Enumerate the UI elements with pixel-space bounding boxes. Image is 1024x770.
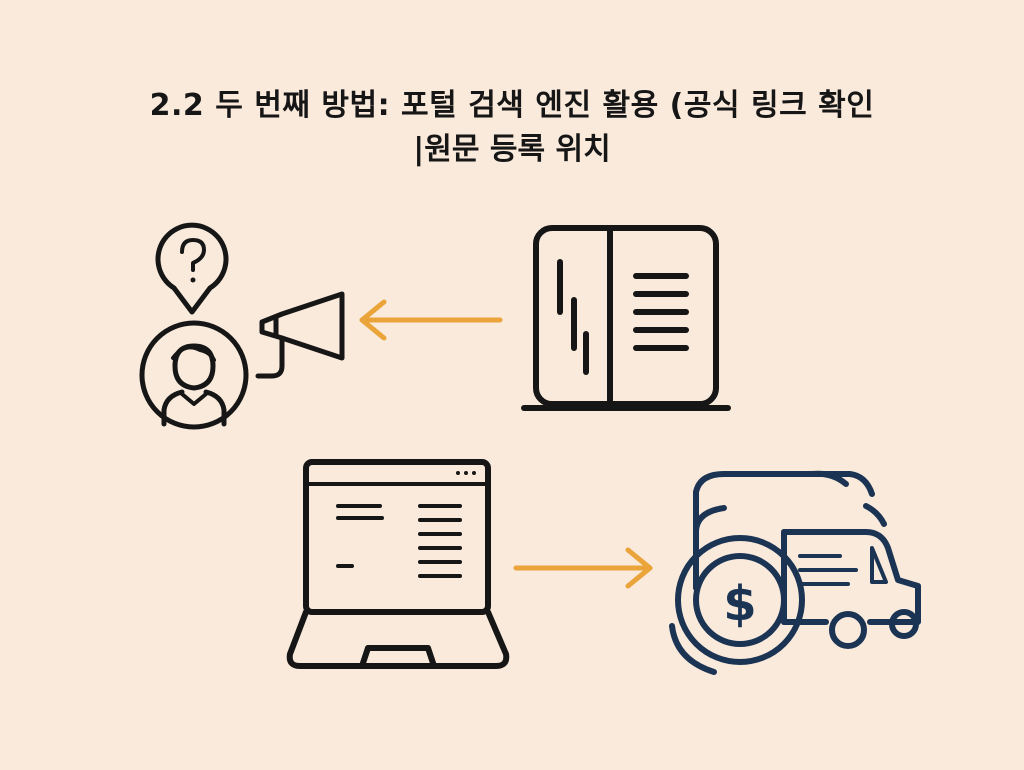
book-icon (521, 225, 731, 411)
arrow-right (513, 547, 653, 589)
title-line-2: |원문 등록 위치 (413, 132, 611, 167)
laptop-icon (286, 459, 510, 669)
question-pin-icon (155, 222, 229, 315)
money-delivery-truck-icon (669, 470, 921, 675)
dollar-sign: $ (723, 576, 756, 632)
arrow-left (359, 299, 503, 341)
person-icon (139, 320, 249, 430)
megaphone-icon (255, 291, 345, 379)
title-line-1: 2.2 두 번째 방법: 포털 검색 엔진 활용 (공식 링크 확인 (149, 88, 875, 123)
page-title: 2.2 두 번째 방법: 포털 검색 엔진 활용 (공식 링크 확인 |원문 등… (0, 84, 1024, 172)
